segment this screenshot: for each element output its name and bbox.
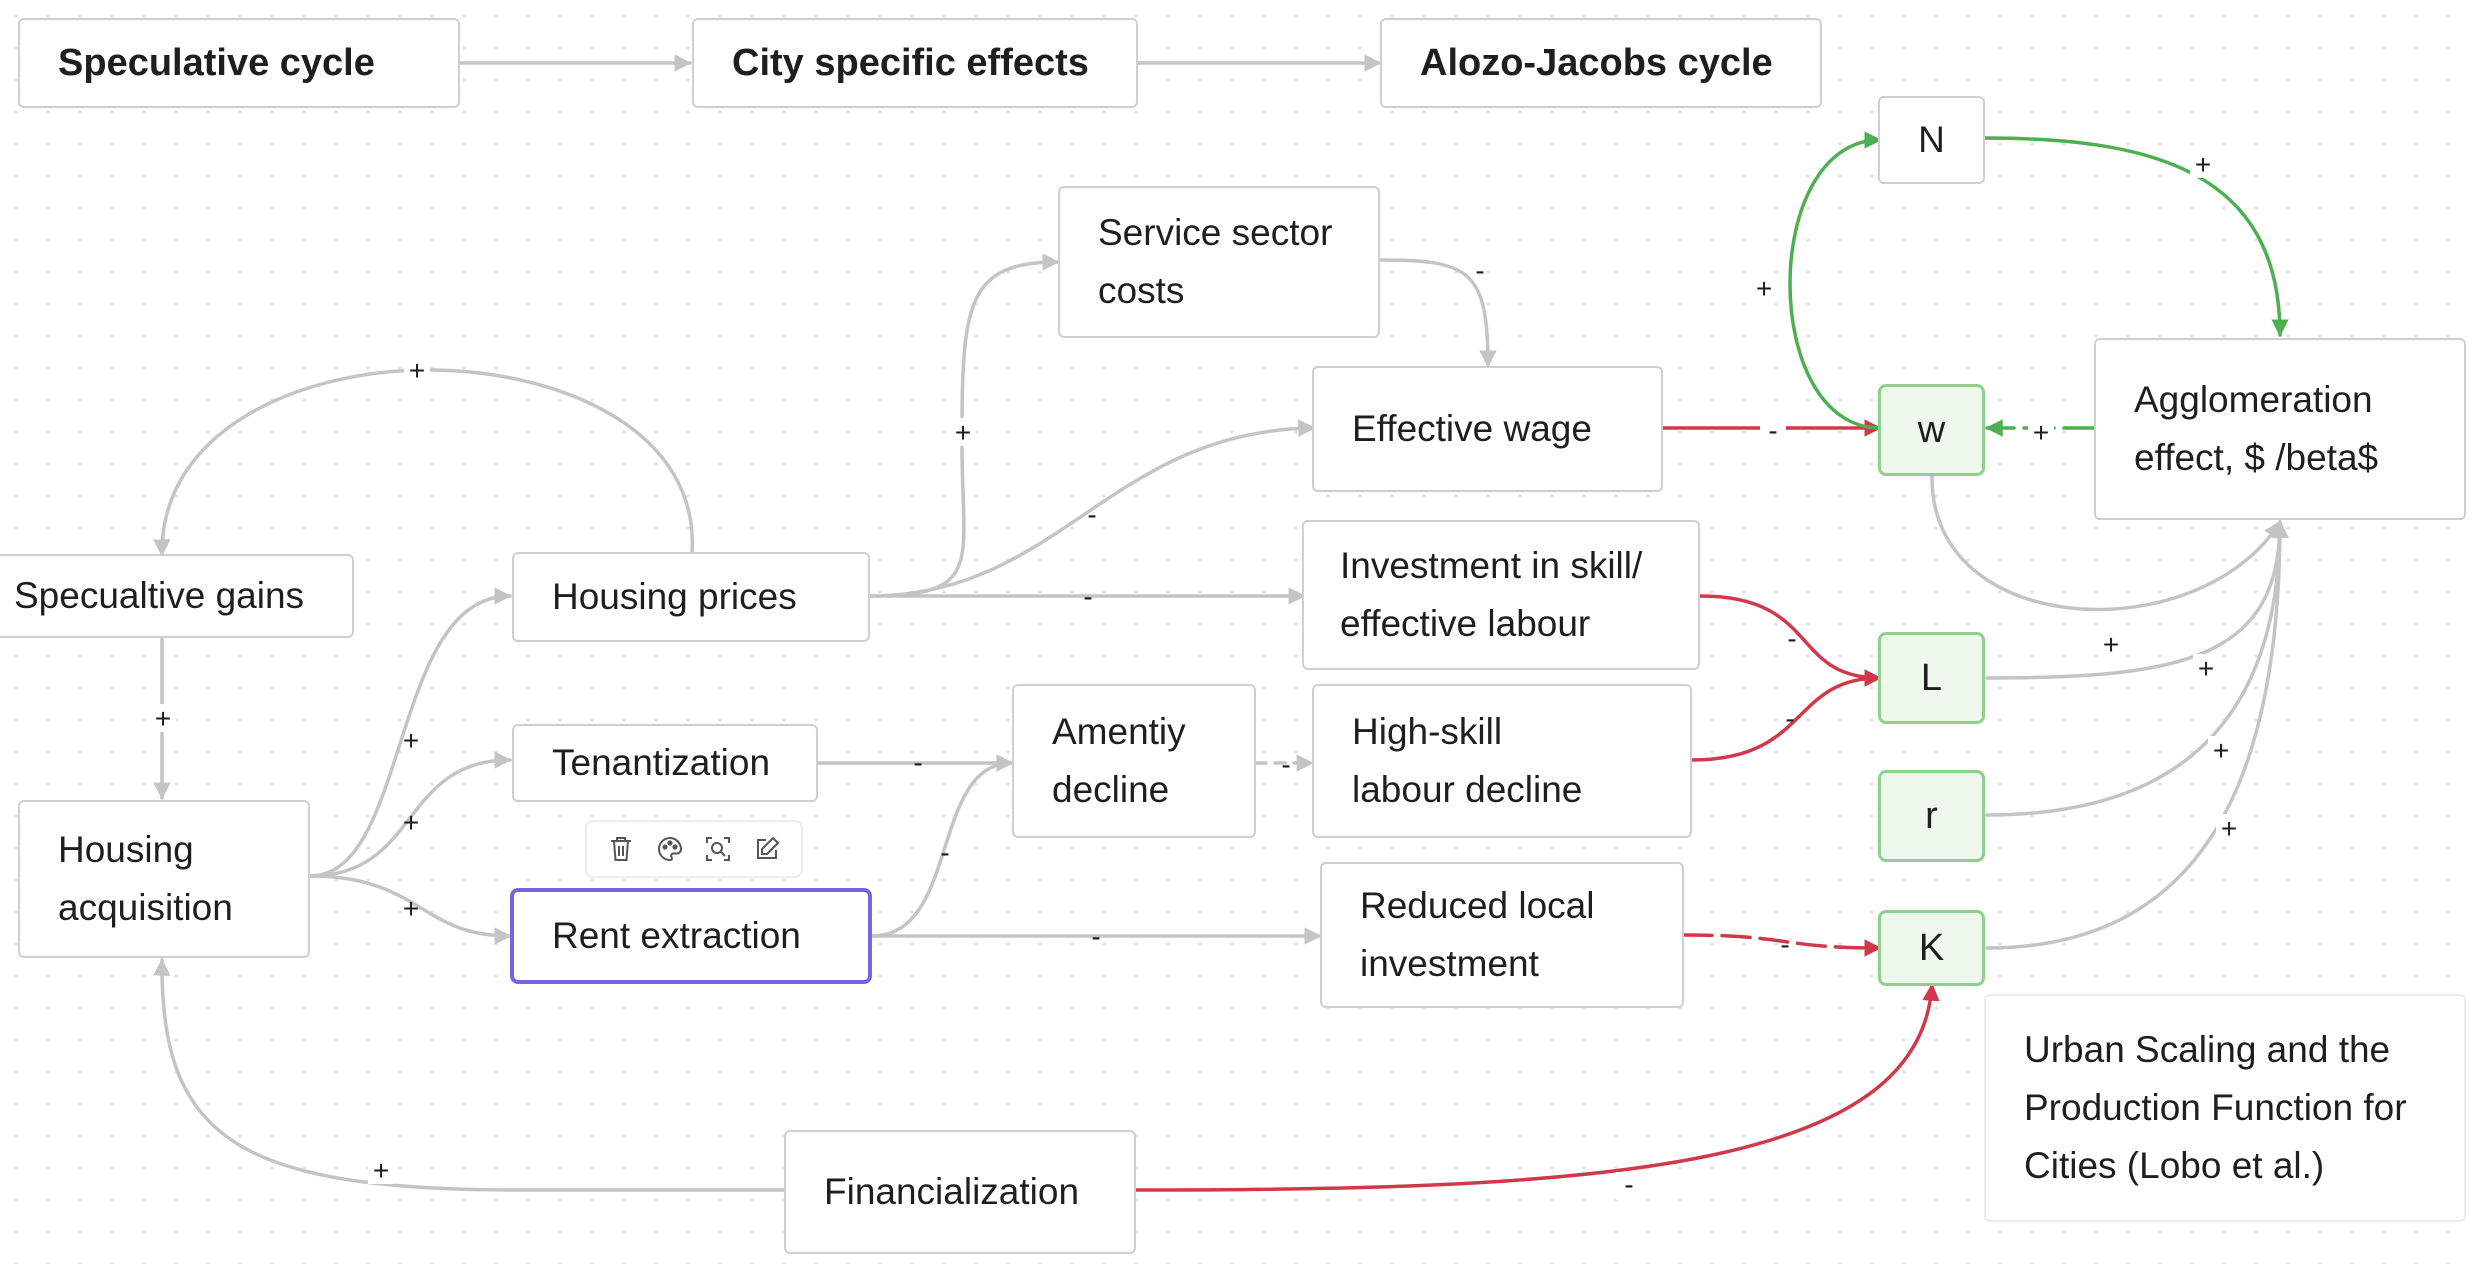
- sign-label: -: [1475, 255, 1484, 286]
- node-label: K: [1918, 927, 1945, 969]
- edge-rent-amenity[interactable]: [870, 754, 1014, 938]
- node-label: Investment in skill/ effective labour: [1340, 545, 1643, 644]
- node-reduced-local-investment[interactable]: Reduced local investment: [1320, 862, 1684, 1008]
- node-speculative-gains[interactable]: Specualtive gains: [0, 554, 354, 638]
- edge-K-agglomeration[interactable]: [1985, 520, 2289, 950]
- node-housing-prices[interactable]: Housing prices: [512, 552, 870, 642]
- sign-label: +: [2195, 149, 2211, 180]
- edit-icon[interactable]: [749, 831, 785, 867]
- node-label: Specualtive gains: [14, 575, 305, 616]
- sign-label: +: [409, 355, 425, 386]
- node-high-skill-labour-decline[interactable]: High-skill labour decline: [1312, 684, 1692, 838]
- node-agglomeration-effect[interactable]: Agglomeration effect, $ /beta$: [2094, 338, 2466, 520]
- node-r[interactable]: r: [1878, 770, 1985, 862]
- sign-label: +: [155, 703, 171, 734]
- sign-label: -: [1083, 581, 1092, 612]
- node-N[interactable]: N: [1878, 96, 1985, 184]
- sign-label: +: [2103, 629, 2119, 660]
- sign-label: +: [955, 417, 971, 448]
- trash-icon[interactable]: [603, 831, 639, 867]
- sign-label: -: [1768, 415, 1777, 446]
- sign-label: -: [1624, 1169, 1633, 1200]
- header-speculative-cycle-label: Speculative cycle: [58, 42, 375, 84]
- node-tenantization[interactable]: Tenantization: [512, 724, 818, 802]
- node-label: Tenantization: [552, 742, 771, 783]
- sign-label: +: [2198, 653, 2214, 684]
- node-label: Effective wage: [1352, 408, 1592, 449]
- edge-housingprices-speculativegains[interactable]: [153, 368, 694, 557]
- edge-N-agglomeration[interactable]: [1983, 136, 2289, 337]
- node-investment-in-skill[interactable]: Investment in skill/ effective labour: [1302, 520, 1700, 670]
- selection-toolbar: [585, 820, 803, 878]
- header-speculative-cycle[interactable]: Speculative cycle: [18, 18, 460, 108]
- header-alozo-jacobs-cycle-label: Alozo-Jacobs cycle: [1420, 42, 1773, 84]
- node-label: Rent extraction: [552, 915, 801, 956]
- note-urban-scaling[interactable]: Urban Scaling and the Production Functio…: [1984, 994, 2466, 1222]
- edge-w-N[interactable]: [1788, 131, 1882, 430]
- note-label: Urban Scaling and the Production Functio…: [2024, 1029, 2407, 1186]
- sign-label: -: [1780, 929, 1789, 960]
- node-rent-extraction[interactable]: Rent extraction: [510, 888, 872, 984]
- sign-label: +: [373, 1155, 389, 1186]
- node-label: L: [1920, 657, 1943, 699]
- node-financialization[interactable]: Financialization: [784, 1130, 1136, 1254]
- node-service-sector-costs[interactable]: Service sector costs: [1058, 186, 1380, 338]
- node-amenity-decline[interactable]: Amentiy decline: [1012, 684, 1256, 838]
- edge-L-agglomeration[interactable]: [1985, 520, 2289, 680]
- node-label: Reduced local investment: [1360, 885, 1595, 984]
- node-label: N: [1918, 119, 1945, 160]
- node-label: Service sector costs: [1098, 212, 1333, 311]
- edge-highskill-L[interactable]: [1690, 669, 1882, 762]
- node-effective-wage[interactable]: Effective wage: [1312, 366, 1663, 492]
- sign-label: +: [403, 893, 419, 924]
- edge-w-agglomeration[interactable]: [1930, 474, 2282, 612]
- sign-label: +: [2221, 813, 2237, 844]
- edge-acquisition-housingprices[interactable]: [308, 587, 512, 878]
- node-label: Amentiy decline: [1052, 711, 1186, 810]
- palette-icon[interactable]: [652, 831, 688, 867]
- header-city-specific-effects-label: City specific effects: [732, 42, 1089, 84]
- edge-acquisition-rent[interactable]: [308, 874, 512, 945]
- sign-label: -: [1787, 623, 1796, 654]
- node-label: Agglomeration effect, $ /beta$: [2134, 379, 2379, 478]
- header-city-specific-effects[interactable]: City specific effects: [692, 18, 1138, 108]
- zoom-icon[interactable]: [700, 831, 736, 867]
- node-w[interactable]: w: [1878, 384, 1985, 476]
- node-label: High-skill labour decline: [1352, 711, 1583, 810]
- sign-label: -: [940, 837, 949, 868]
- edge-investment-L[interactable]: [1698, 594, 1882, 687]
- edge-acquisition-tenantization[interactable]: [308, 751, 512, 878]
- node-housing-acquisition[interactable]: Housing acquisition: [18, 800, 310, 958]
- node-label: r: [1925, 795, 1938, 837]
- header-alozo-jacobs-cycle[interactable]: Alozo-Jacobs cycle: [1380, 18, 1822, 108]
- sign-label: +: [1756, 273, 1772, 304]
- sign-label: +: [403, 725, 419, 756]
- edge-r-agglomeration[interactable]: [1985, 520, 2289, 817]
- edge-financialization-K[interactable]: [1134, 983, 1940, 1192]
- sign-label: +: [2033, 417, 2049, 448]
- node-label: w: [1917, 409, 1946, 451]
- sign-label: -: [1091, 921, 1100, 952]
- sign-label: -: [1785, 703, 1794, 734]
- edge-financialization-acquisition[interactable]: [153, 958, 786, 1192]
- sign-label: -: [1281, 749, 1290, 780]
- node-label: Housing acquisition: [58, 829, 233, 928]
- sign-label: +: [2213, 735, 2229, 766]
- edge-service-wage[interactable]: [1378, 258, 1497, 368]
- node-label: Housing prices: [552, 576, 797, 617]
- edge-housingprices-wage[interactable]: [868, 419, 1316, 598]
- edge-reduced-K[interactable]: [1682, 933, 1882, 957]
- sign-label: -: [1087, 499, 1096, 530]
- node-K[interactable]: K: [1878, 910, 1985, 986]
- sign-label: -: [913, 747, 922, 778]
- sign-label: +: [403, 807, 419, 838]
- node-L[interactable]: L: [1878, 632, 1985, 724]
- node-label: Financialization: [824, 1171, 1080, 1212]
